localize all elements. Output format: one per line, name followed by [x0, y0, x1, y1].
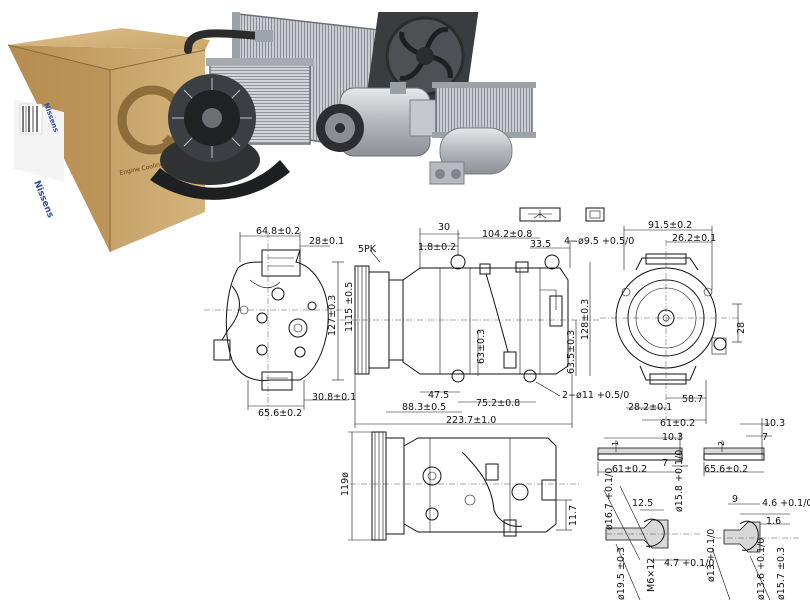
blower-motor-image [150, 74, 290, 200]
dim-12-5: 12.5 [632, 498, 653, 509]
detail-fitting-1 [597, 432, 688, 476]
dim-m6: M6×12 [646, 558, 657, 592]
dim-127: 127±0.3 [327, 295, 338, 336]
dim-58-7: 58.7 [682, 394, 703, 405]
receiver-drier-image [429, 127, 513, 185]
dim-28-2: 28.2±0.1 [628, 402, 672, 413]
dim-26-2: 26.2±0.1 [672, 233, 716, 244]
bottom-view [348, 431, 580, 541]
dim-47-5: 47.5 [428, 390, 449, 401]
dim-13-6: ø13.6 +0.1/0 [756, 538, 767, 600]
dim-104-2: 104.2±0.8 [482, 229, 532, 240]
dim-33-5: 33.5 [530, 239, 551, 250]
dim-64-8: 64.8±0.2 [256, 226, 300, 237]
dim-128: 128±0.3 [580, 299, 591, 340]
dim-61a: 61±0.2 [660, 418, 695, 429]
dim-61b: 61±0.2 [612, 464, 647, 475]
dim-detail-1: 1 [611, 441, 620, 446]
dim-5pk: 5PK [358, 244, 377, 255]
barcode-icon [19, 103, 43, 135]
detail-port-section-2 [711, 503, 800, 601]
dim-91-5: 91.5±0.2 [648, 220, 692, 231]
dim-4-holes: 4−ø9.5 +0.5/0 [564, 236, 634, 247]
radiator-fan-image [365, 12, 479, 100]
dim-75-2: 75.2±0.8 [476, 398, 520, 409]
ac-pipe-image [184, 29, 273, 54]
dim-65-6b: 65.6±0.2 [704, 464, 748, 475]
dim-223-7: 223.7±1.0 [446, 415, 496, 426]
compressor-image [316, 82, 437, 157]
side-view [340, 228, 600, 428]
dim-15-7: ø15.7 ±0.3 [776, 547, 787, 600]
dim-13: ø13 +0.1/0 [706, 529, 717, 582]
dim-9: 9 [732, 494, 738, 505]
rotation-counterclockwise-icon [519, 207, 561, 222]
dim-2-holes: 2−ø11 +0.5/0 [562, 390, 629, 401]
dim-28-rear: 28 [736, 322, 747, 334]
dim-4-7: 4.7 +0.1/0 [664, 558, 714, 569]
dim-11-7: 11.7 [568, 505, 579, 526]
dim-88-3: 88.3±0.5 [402, 402, 446, 413]
dim-19-5: ø19.5 ±0.3 [616, 547, 627, 600]
product-photo: Nissens Nissens Engine Cooling & Climate [7, 12, 536, 252]
dim-1-6: 1.6 [766, 516, 781, 527]
rotation-clockwise-icon [585, 207, 605, 222]
dim-1-8: 1.8±0.2 [418, 242, 456, 253]
detail-port-section-1 [603, 485, 700, 601]
dim-63: 63±0.3 [476, 329, 487, 364]
detail-fitting-2 [703, 418, 772, 476]
dim-15-8: ø15.8 +0.1/0 [674, 450, 685, 512]
dim-30-8: 30.8±0.1 [312, 392, 356, 403]
dim-10-3a: 10.3 [662, 432, 683, 443]
dim-16-7: ø16.7 +0.1/0 [604, 468, 615, 530]
dim-7b: 7 [762, 432, 768, 443]
dim-detail-2: 2 [717, 441, 726, 446]
dim-30: 30 [438, 222, 450, 233]
dim-1115: 1115 ±0.5 [344, 282, 355, 332]
front-view [204, 232, 348, 420]
dim-119: 119ø [340, 472, 351, 496]
dim-63-5: 63.5±0.3 [566, 330, 577, 374]
cardboard-box: Nissens Nissens Engine Cooling & Climate [7, 28, 210, 252]
dim-7a: 7 [662, 458, 668, 469]
dim-65-6a: 65.6±0.2 [258, 408, 302, 419]
dim-28: 28±0.1 [309, 236, 344, 247]
dim-4-6: 4.6 +0.1/0 [762, 498, 810, 509]
dim-10-3b: 10.3 [764, 418, 785, 429]
rear-view [600, 226, 742, 424]
